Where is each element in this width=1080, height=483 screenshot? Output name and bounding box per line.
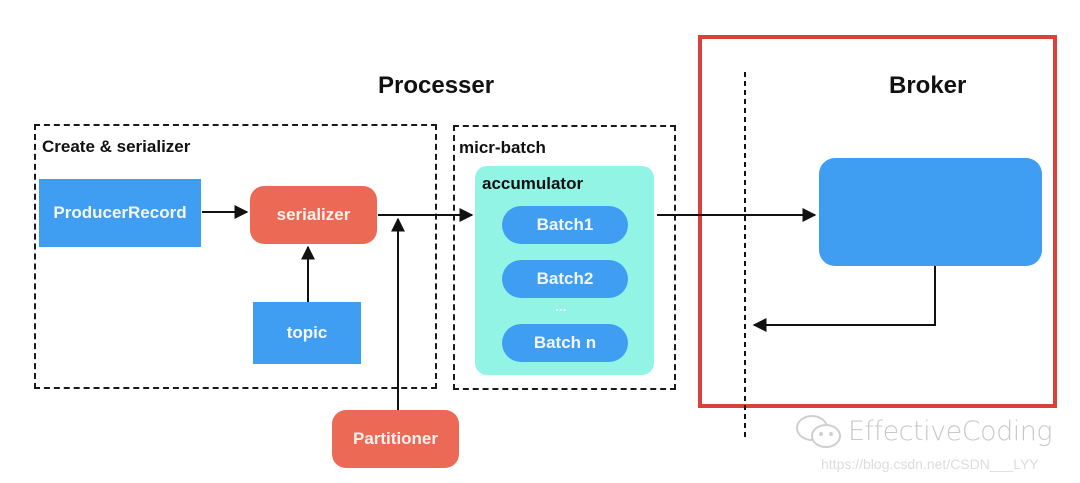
topic-node: topic [253, 302, 361, 364]
micr-batch-label: micr-batch [459, 138, 546, 157]
batch-ellipsis: ... [555, 298, 567, 314]
processer-heading: Processer [378, 72, 495, 99]
producer-record-node: ProducerRecord [39, 179, 201, 247]
arrow-broker-response [752, 266, 936, 332]
create-serializer-label: Create & serializer [42, 137, 191, 156]
broker-heading: Broker [889, 72, 967, 99]
micr-batch-group [453, 125, 676, 390]
serializer-node: serializer [250, 186, 377, 244]
create-serializer-group [34, 124, 437, 389]
accumulator-label: accumulator [482, 174, 584, 193]
partitioner-node: Partitioner [332, 410, 459, 468]
batch-item: Batch1 [502, 206, 628, 244]
batch-item: Batch n [502, 324, 628, 362]
watermark-url: https://blog.csdn.net/CSDN___LYY [821, 456, 1039, 472]
batch-item: Batch2 [502, 260, 628, 298]
broker-highlight-frame [698, 35, 1057, 408]
broker-node [819, 158, 1042, 266]
wechat-icon [796, 415, 841, 448]
watermark-brand: EffectiveCoding [848, 416, 1053, 447]
